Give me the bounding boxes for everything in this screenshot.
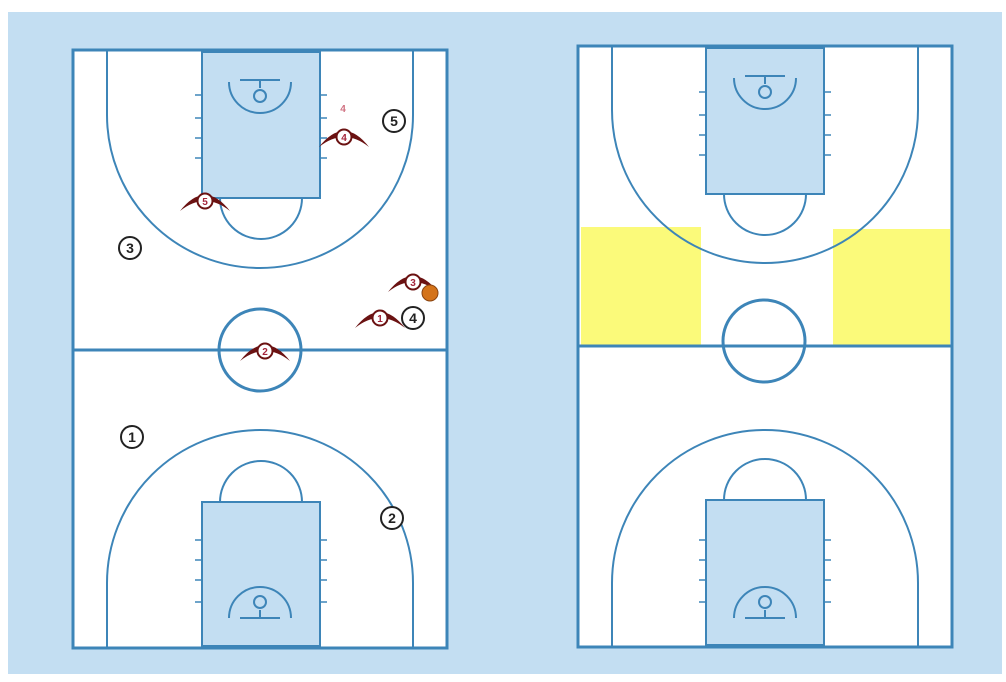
defender-5-label: 5 xyxy=(202,197,208,208)
defender-3-label: 3 xyxy=(410,278,416,289)
highlight-zone-right-wing xyxy=(833,229,950,347)
offense-4-label: 4 xyxy=(409,310,417,326)
offense-3: 3 xyxy=(119,237,141,259)
offense-1: 1 xyxy=(121,426,143,448)
offense-3-label: 3 xyxy=(126,240,134,256)
right-bottom-paint xyxy=(706,500,824,645)
offense-2: 2 xyxy=(381,507,403,529)
defender-1-label: 1 xyxy=(377,314,383,325)
left-top-paint xyxy=(202,52,320,198)
right-top-paint xyxy=(706,48,824,194)
offense-1-label: 1 xyxy=(128,429,136,445)
offense-5: 5 xyxy=(383,110,405,132)
offense-5-label: 5 xyxy=(390,113,398,129)
defender-2-label: 2 xyxy=(262,347,268,358)
offense-2-label: 2 xyxy=(388,510,396,526)
small-marker-label: 4 xyxy=(340,104,346,115)
right-court xyxy=(578,46,952,647)
defender-4-label: 4 xyxy=(341,133,347,144)
offense-4: 4 xyxy=(402,307,424,329)
highlight-zone-left-wing xyxy=(581,227,701,347)
left-bottom-paint xyxy=(202,502,320,646)
basketball-icon xyxy=(422,285,438,301)
